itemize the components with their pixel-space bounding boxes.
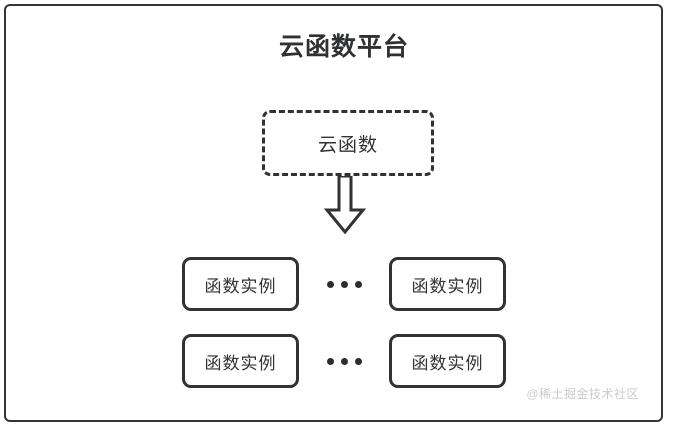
ellipsis-icon <box>299 257 389 311</box>
watermark: @稀土掘金技术社区 <box>526 387 639 401</box>
function-instance-label: 函数实例 <box>204 276 277 296</box>
ellipsis-dot <box>340 280 348 288</box>
function-instance-label: 函数实例 <box>411 276 484 296</box>
function-instance-node: 函数实例 <box>389 334 506 388</box>
cloud-function-label: 云函数 <box>317 134 378 156</box>
cloud-function-node: 云函数 <box>262 110 434 176</box>
page-title: 云函数平台 <box>278 33 409 61</box>
ellipsis-dot <box>326 280 334 288</box>
ellipsis-dot <box>340 357 348 365</box>
ellipsis-icon <box>299 334 389 388</box>
instance-row: 函数实例 函数实例 <box>182 257 506 311</box>
function-instance-node: 函数实例 <box>182 334 299 388</box>
function-instance-node: 函数实例 <box>389 257 506 311</box>
cloud-function-platform-frame: 云函数平台 云函数 函数实例 函数实例 函数实例 <box>4 4 663 422</box>
function-instance-label: 函数实例 <box>204 353 277 373</box>
ellipsis-dot <box>354 357 362 365</box>
ellipsis-dot <box>326 357 334 365</box>
function-instance-node: 函数实例 <box>182 257 299 311</box>
ellipsis-dot <box>354 280 362 288</box>
instance-row: 函数实例 函数实例 <box>182 334 506 388</box>
down-block-arrow-icon <box>323 174 367 235</box>
function-instance-label: 函数实例 <box>411 353 484 373</box>
